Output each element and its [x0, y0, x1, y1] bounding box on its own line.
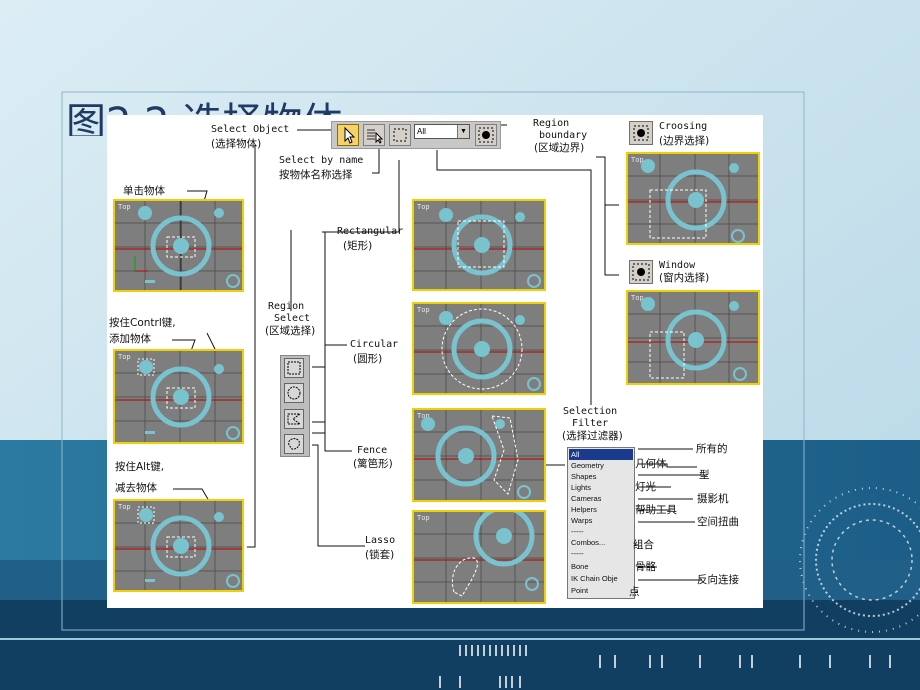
- select-by-name-button[interactable]: [363, 124, 385, 146]
- viewport-single-click: Top: [113, 199, 244, 292]
- region-select-button[interactable]: [389, 124, 411, 146]
- chevron-down-icon[interactable]: ▼: [457, 125, 469, 138]
- selection-filter-cn-label: (选择过滤器): [562, 430, 623, 442]
- viewport-window: Top: [626, 290, 760, 385]
- lasso-region-button[interactable]: [284, 434, 304, 454]
- note-point: 点: [629, 586, 640, 598]
- window-button[interactable]: [629, 260, 653, 284]
- window-label: Window: [659, 260, 696, 271]
- filter-item-helpers[interactable]: Helpers: [571, 505, 597, 514]
- filter-item-geometry[interactable]: Geometry: [571, 461, 604, 470]
- region-boundary-button[interactable]: [475, 124, 497, 146]
- viewport-crossing: Top: [626, 152, 760, 245]
- rectangular-label: Rectangular: [337, 226, 404, 237]
- fence-region-button[interactable]: [284, 409, 304, 429]
- note-lights: 灯光: [635, 481, 656, 493]
- select-object-label: Select Object: [211, 124, 290, 135]
- selection-filter-value: All: [417, 127, 426, 136]
- note-combos: 组合: [633, 539, 654, 551]
- note-helpers: 帮助工具: [635, 504, 677, 516]
- selection-filter-list: All Geometry Shapes Lights Cameras Helpe…: [567, 447, 635, 599]
- selection-filter-label-1: Selection: [563, 406, 618, 417]
- filter-item-warps[interactable]: Warps: [571, 516, 593, 525]
- note-cameras: 摄影机: [697, 493, 729, 505]
- viewport-alt-subtract: Top: [113, 499, 244, 592]
- selection-filter-dropdown[interactable]: All ▼: [414, 124, 470, 139]
- filter-item-point[interactable]: Point: [571, 586, 589, 595]
- filter-item-bone[interactable]: Bone: [571, 562, 589, 571]
- circular-label: Circular: [350, 339, 399, 350]
- ctrl-add-label: 按住Contrl键,: [109, 317, 176, 329]
- region-select-cn-label: (区域选择): [265, 325, 316, 337]
- note-all: 所有的: [696, 443, 728, 455]
- viewport-rectangular: Top: [412, 199, 546, 291]
- window-cn-label: (窗内选择): [659, 272, 710, 284]
- region-boundary-label-2: boundary: [539, 130, 588, 141]
- lasso-label: Lasso: [365, 535, 396, 546]
- note-shapes: 型: [699, 469, 710, 481]
- figure-panel: All ▼ Select Object (选择物体) Select by nam…: [107, 115, 763, 608]
- viewport-lasso: Top: [412, 510, 546, 604]
- filter-item-combos[interactable]: Combos...: [571, 538, 606, 547]
- rectangular-region-button[interactable]: [284, 358, 304, 378]
- single-click-label: 单击物体: [123, 185, 165, 197]
- note-warps: 空间扭曲: [697, 516, 739, 528]
- region-boundary-cn-label: (区域边界): [534, 142, 585, 154]
- viewport-fence: Top: [412, 408, 546, 502]
- region-select-label-1: Region: [268, 301, 305, 312]
- filter-separator: -----: [571, 549, 584, 558]
- select-object-cn-label: (选择物体): [211, 138, 262, 150]
- crossing-button[interactable]: [629, 121, 653, 145]
- viewport-ctrl-add: Top: [113, 349, 244, 444]
- filter-item-all[interactable]: All: [569, 449, 633, 460]
- filter-item-lights[interactable]: Lights: [571, 483, 592, 492]
- crossing-cn-label: (边界选择): [659, 135, 710, 147]
- selection-filter-label-2: Filter: [572, 418, 609, 429]
- fence-cn-label: (篱笆形): [353, 458, 393, 470]
- alt-subtract-label-2: 减去物体: [115, 482, 157, 494]
- filter-item-ik-chain[interactable]: IK Chain Obje: [571, 574, 618, 583]
- circular-cn-label: (圆形): [353, 353, 383, 365]
- filter-item-cameras[interactable]: Cameras: [571, 494, 602, 503]
- alt-subtract-label: 按住Alt键,: [115, 461, 165, 473]
- select-by-name-label: Select by name: [279, 155, 364, 166]
- note-ik: 反向连接: [697, 574, 739, 586]
- filter-item-shapes[interactable]: Shapes: [571, 472, 597, 481]
- lasso-cn-label: (锁套): [365, 549, 395, 561]
- circular-region-button[interactable]: [284, 383, 304, 403]
- select-by-name-cn-label: 按物体名称选择: [279, 169, 353, 181]
- region-boundary-label-1: Region: [533, 118, 570, 129]
- rectangular-cn-label: (矩形): [343, 240, 373, 252]
- crossing-label: Croosing: [659, 121, 708, 132]
- filter-separator: -----: [571, 527, 584, 536]
- note-bone: 骨骼: [635, 561, 656, 573]
- note-geometry: 几何体: [635, 458, 667, 470]
- ctrl-add-label-2: 添加物体: [109, 333, 151, 345]
- viewport-circular: Top: [412, 302, 546, 395]
- select-object-button[interactable]: [337, 124, 359, 146]
- region-select-label-2: Select: [274, 313, 311, 324]
- fence-label: Fence: [357, 445, 388, 456]
